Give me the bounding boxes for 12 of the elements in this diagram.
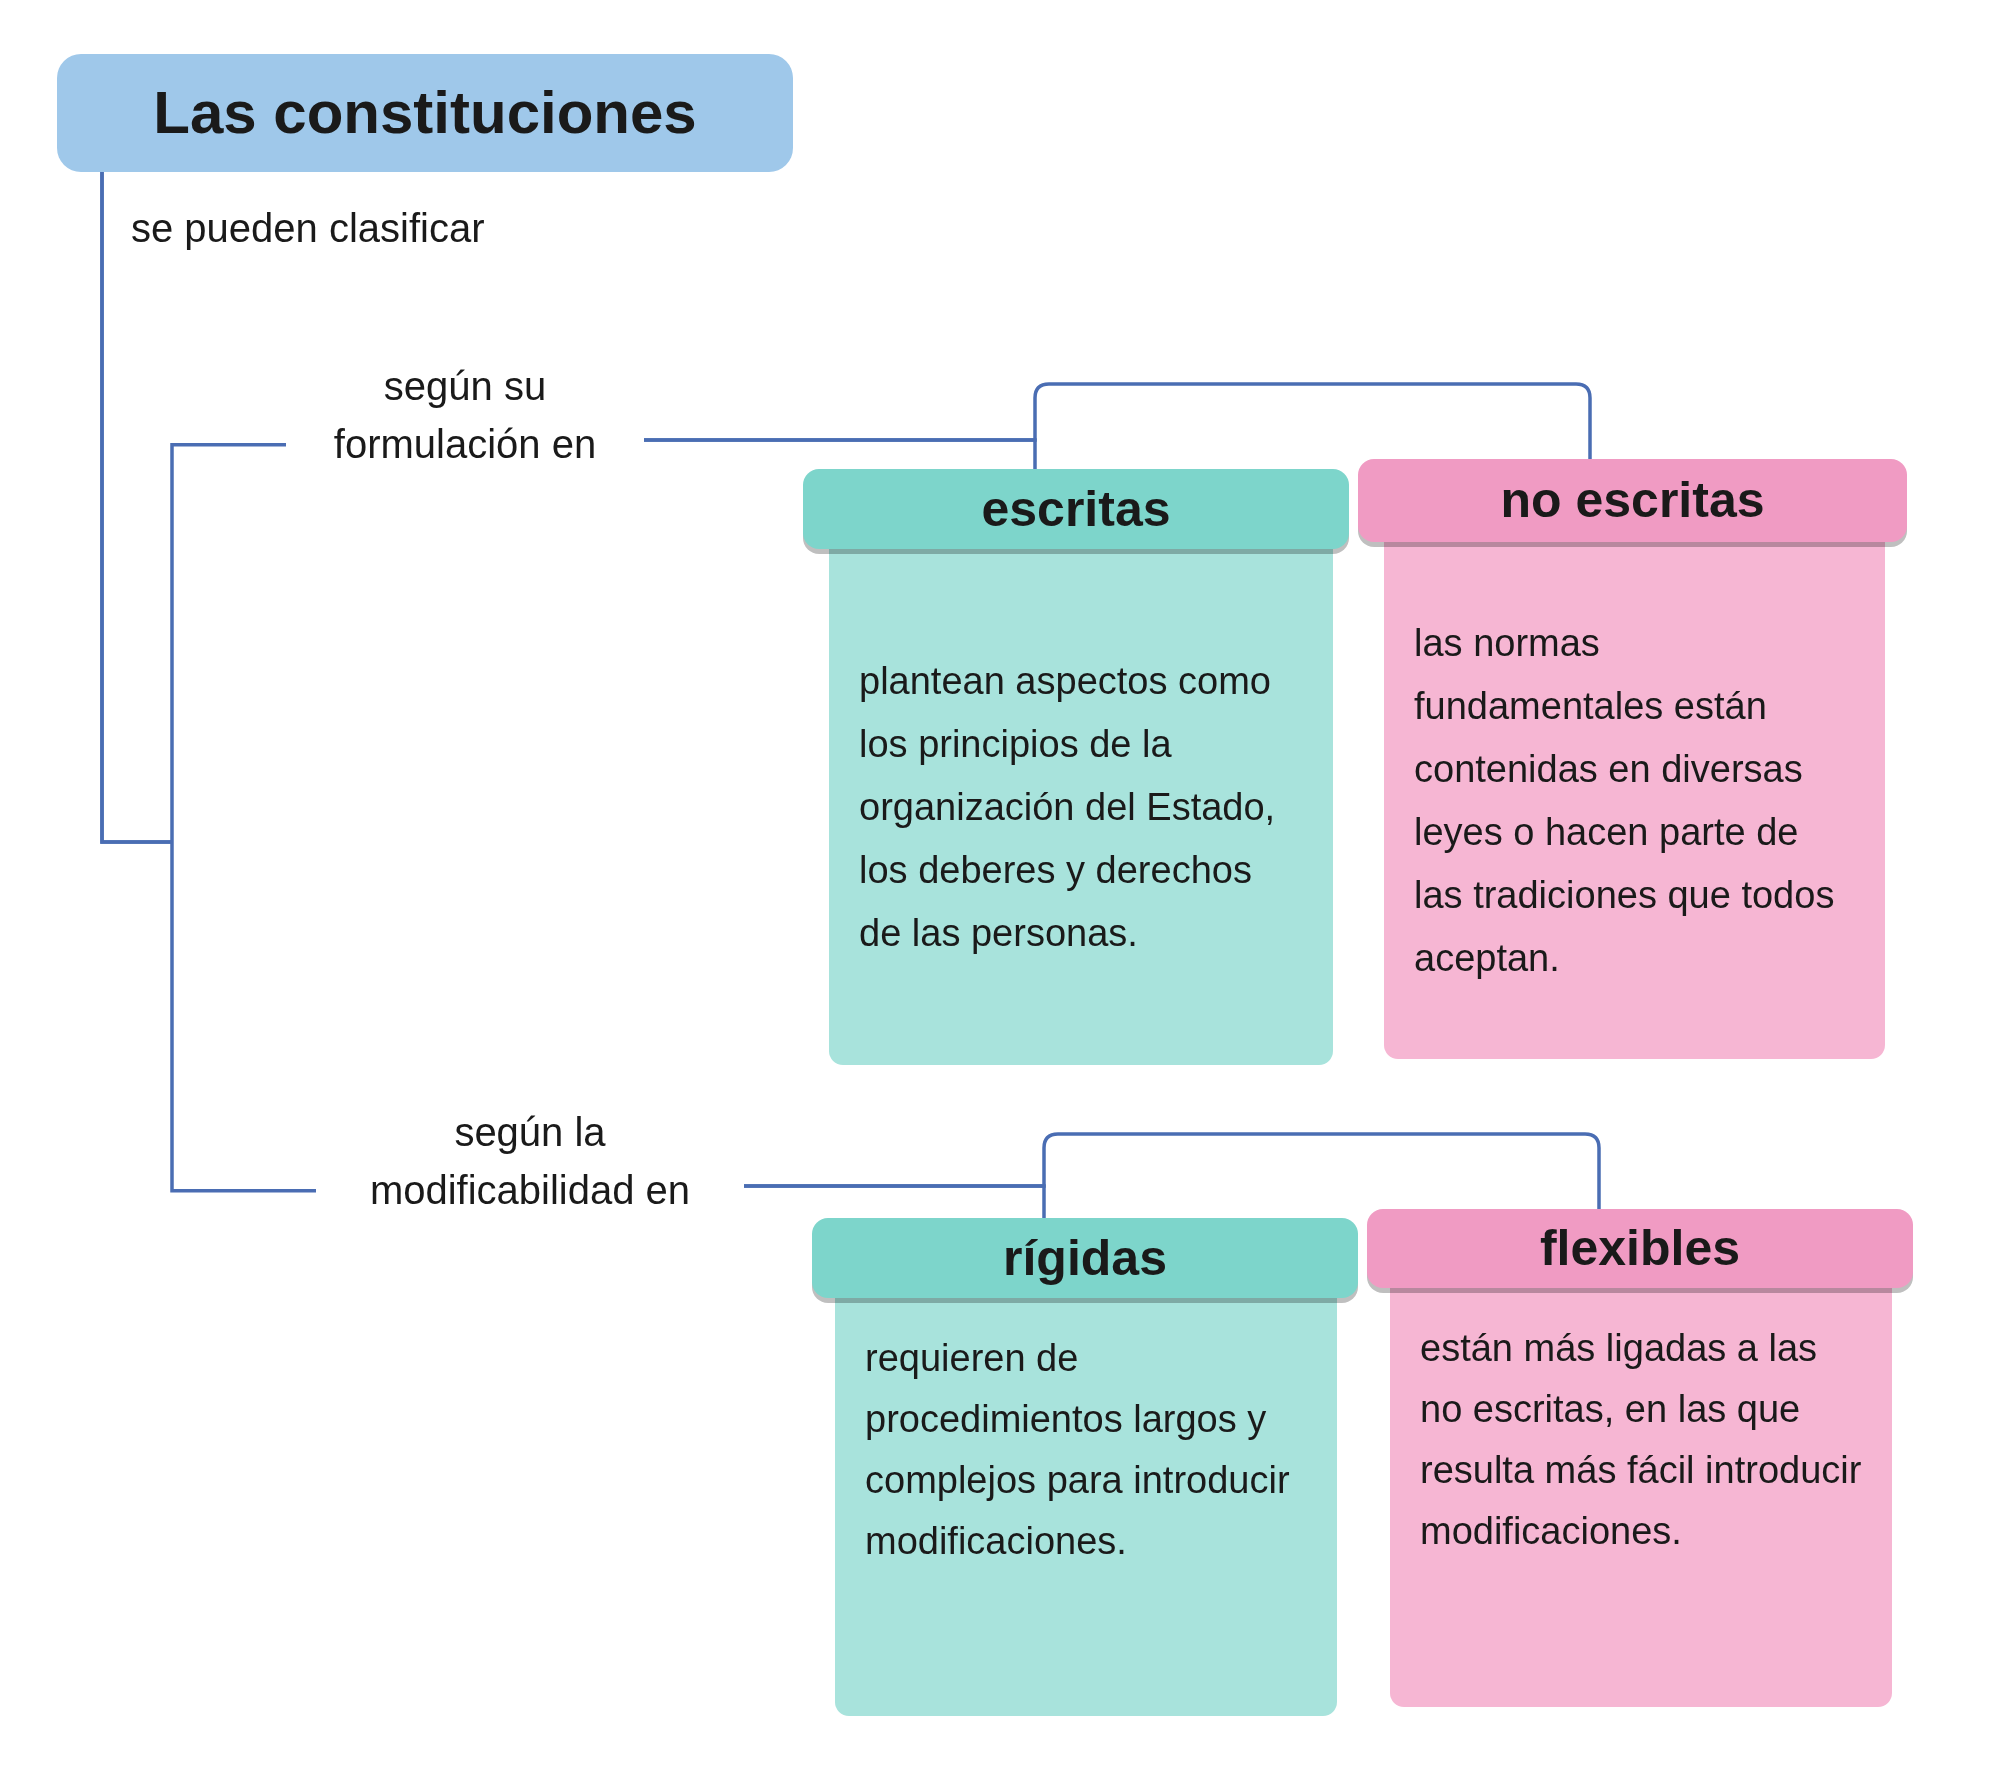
card-body: están más ligadas a las no escritas, en las que resulta más fácil introducir modificaciones. (1390, 1288, 1892, 1707)
card-body: las normas fundamentales están contenidas en diversas leyes o hacen parte de las tradiciones que todos aceptan. (1384, 542, 1885, 1059)
title-box: Las constituciones (57, 54, 793, 172)
connector-line (100, 170, 318, 1193)
card-body: plantean aspectos como los principios de la organización del Estado, los deberes y derechos de las personas. (829, 549, 1333, 1065)
heading-tab: escritas (803, 469, 1349, 549)
card-body: requieren de procedimientos largos y complejos para introducir modificaciones. (835, 1298, 1337, 1716)
branch-label: según la modificabilidad en (330, 1103, 730, 1225)
heading-tab: rígidas (812, 1218, 1358, 1298)
branch-label: según su formulación en (300, 357, 630, 479)
heading-tab: no escritas (1358, 459, 1907, 542)
heading-tab: flexibles (1367, 1209, 1913, 1288)
